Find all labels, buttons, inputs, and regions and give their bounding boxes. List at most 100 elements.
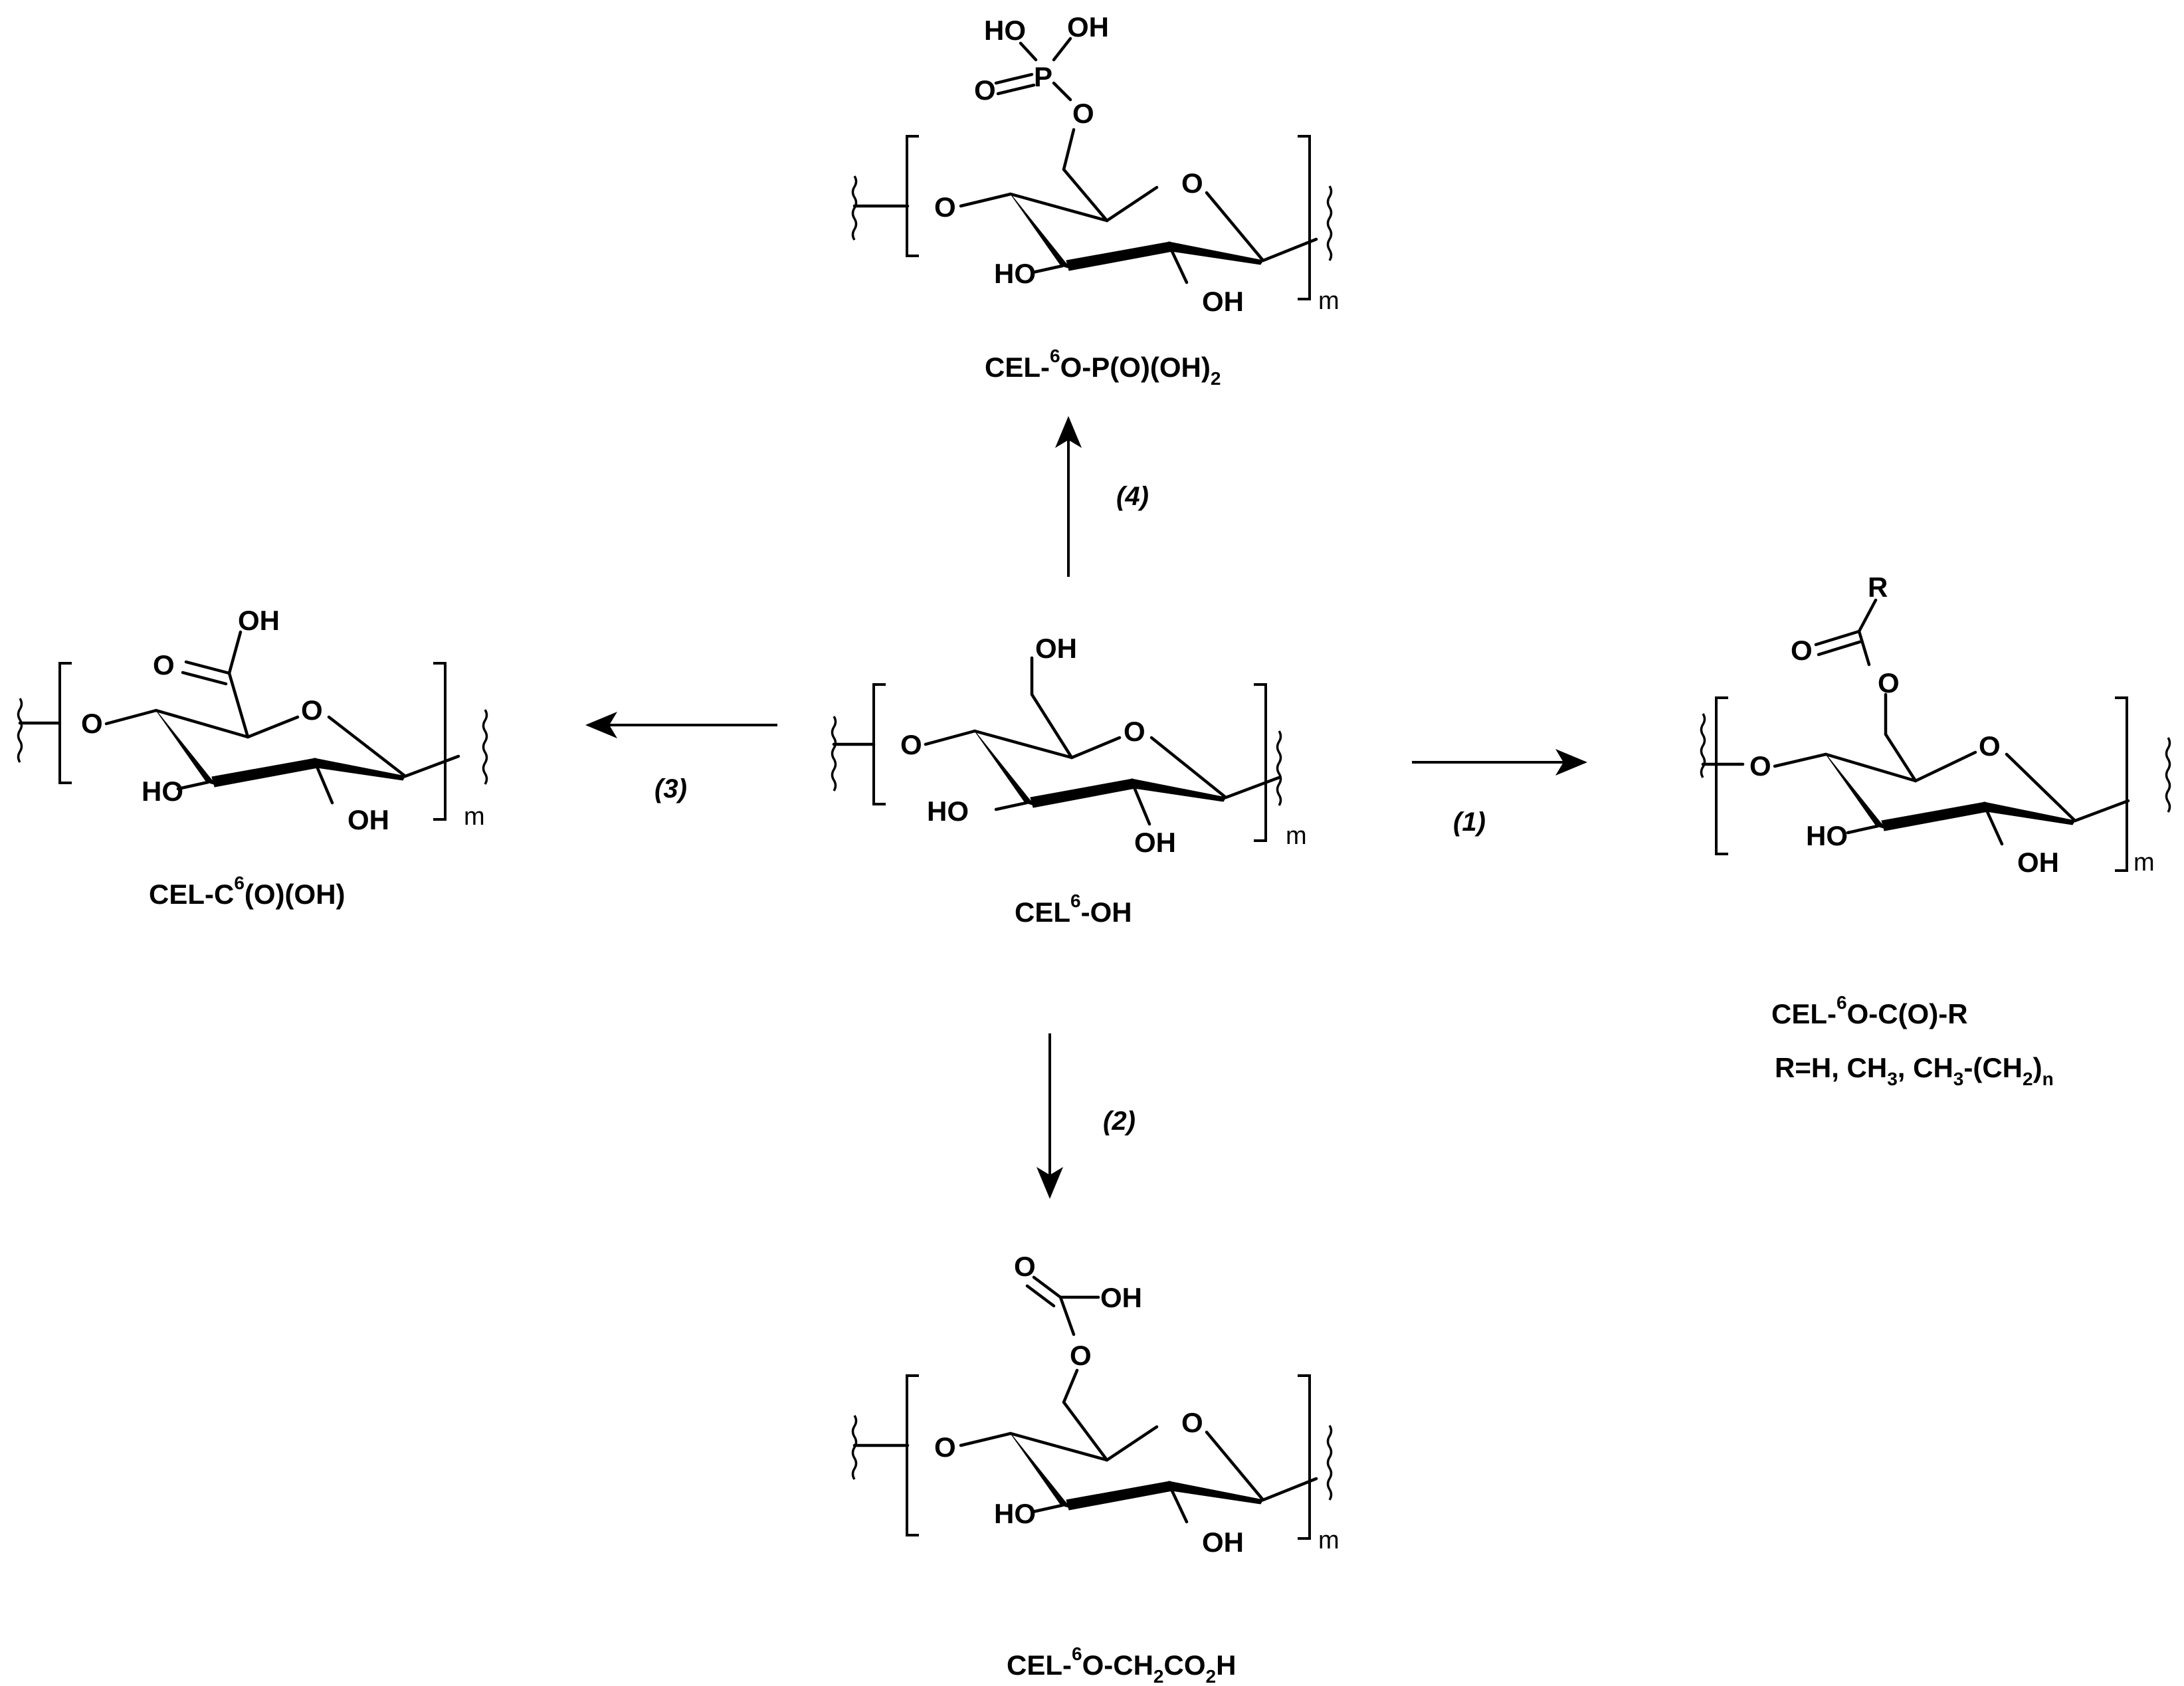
atom-ring-O: O <box>1181 167 1203 199</box>
bond <box>1261 237 1318 263</box>
caption-left: CEL-C6(O)(OH) <box>149 873 346 910</box>
repeat-unit-m: m <box>464 803 485 831</box>
glucose-repeat-unit: O O HO OH m <box>851 135 1340 317</box>
wedge-bond <box>1066 241 1173 271</box>
bond <box>104 708 158 726</box>
step-label-3: (3) <box>654 774 687 803</box>
bond <box>1062 128 1076 171</box>
wavy-bond-left <box>17 698 23 763</box>
bond <box>1168 245 1189 284</box>
atom-OH: OH <box>347 804 389 835</box>
atom-O4: O <box>1749 750 1771 782</box>
bond <box>246 715 300 739</box>
bracket-left <box>906 1374 919 1536</box>
atom-OH-phosphate: OH <box>1067 11 1109 43</box>
bond <box>994 801 1029 811</box>
atom-O-carbonyl: O <box>153 649 175 681</box>
atom-ring-O: O <box>1979 730 2001 762</box>
atom-OH-acid: OH <box>1100 1282 1142 1313</box>
right-structure: O O HO OH m O O R <box>1700 572 2171 878</box>
bond-double <box>184 660 231 675</box>
bracket-left <box>906 135 919 257</box>
bond <box>2005 752 2077 823</box>
repeat-unit-m: m <box>1286 822 1307 850</box>
bracket-left <box>872 683 886 805</box>
wedge-bond <box>974 730 1036 806</box>
atom-ring-O: O <box>1124 716 1145 747</box>
bond <box>1105 1425 1159 1462</box>
bond-c6 <box>227 671 250 739</box>
bond-double <box>1814 629 1861 647</box>
wavy-bond-left <box>831 716 837 791</box>
atom-HO: HO <box>142 776 183 807</box>
bond <box>1983 805 2004 846</box>
caption-center: CEL6-OH <box>1015 891 1132 928</box>
bond-double <box>1025 1284 1056 1308</box>
bond <box>1773 752 1828 768</box>
bond <box>1052 37 1072 62</box>
wavy-bond-right <box>1326 1425 1333 1501</box>
bond-double <box>181 671 228 686</box>
step-label-4: (4) <box>1116 482 1149 511</box>
atom-OH-c6: OH <box>1035 633 1077 664</box>
atom-O4: O <box>934 191 956 223</box>
bond <box>1009 1431 1109 1462</box>
wavy-bond-left <box>851 1415 858 1480</box>
wavy-bond-left <box>851 175 858 241</box>
bond <box>1031 264 1064 274</box>
bottom-structure: O O HO OH m O O OH <box>851 1251 1340 1558</box>
bond-double <box>1032 1275 1062 1299</box>
top-structure: O O HO OH m O P O HO OH <box>851 11 1340 317</box>
atom-O4: O <box>934 1431 956 1463</box>
bond <box>1062 1368 1079 1404</box>
atom-O-carbonyl: O <box>1014 1251 1036 1282</box>
bond <box>154 708 250 739</box>
bond-c6 <box>1062 1400 1109 1462</box>
glucose-repeat-unit: O O HO OH m <box>831 683 1307 858</box>
bond <box>1070 736 1122 760</box>
atom-HO: HO <box>1806 820 1848 851</box>
caption-top: CEL-6O-P(O)(OH)2 <box>985 346 1221 389</box>
bond <box>1131 782 1151 826</box>
bond <box>1824 752 1918 783</box>
wedge-bond <box>211 758 319 788</box>
bracket-left <box>1715 696 1728 855</box>
wedge-bond <box>1030 778 1136 808</box>
bond <box>1857 598 1878 633</box>
bond <box>1058 1295 1076 1336</box>
bond <box>1857 629 1871 667</box>
bond <box>1168 1485 1189 1524</box>
repeat-unit-m: m <box>1318 287 1340 315</box>
bond <box>924 729 977 746</box>
bracket-right <box>1254 683 1267 842</box>
bracket-right <box>2115 696 2128 872</box>
bond-c6 <box>1030 692 1074 760</box>
atom-OH-acid: OH <box>238 605 280 636</box>
atom-OH: OH <box>1202 1527 1244 1558</box>
bond <box>1224 776 1281 799</box>
bond <box>959 192 1013 208</box>
bond <box>1914 750 1977 783</box>
atom-HO: HO <box>927 795 969 827</box>
atom-HO: HO <box>994 1498 1036 1529</box>
glucose-repeat-unit: O O HO OH m <box>1700 696 2171 878</box>
r-group-definition: R=H, CH3, CH3-(CH2)n <box>1775 1052 2054 1089</box>
atom-O-carbonyl: O <box>1791 635 1813 666</box>
center-structure: O O HO OH m OH <box>831 633 1307 858</box>
atom-O-phosphoryl: O <box>974 74 996 106</box>
bond <box>973 729 1074 760</box>
wedge-bond <box>1010 1433 1072 1509</box>
wedge-bond <box>1066 1481 1173 1511</box>
bracket-right <box>1298 135 1311 300</box>
bracket-right <box>433 662 447 821</box>
bond <box>1846 824 1880 835</box>
bond <box>1031 1503 1064 1514</box>
bond <box>2073 799 2130 823</box>
wedge-bond <box>1131 778 1227 802</box>
bond <box>1205 1430 1265 1502</box>
atom-OH: OH <box>2017 847 2059 878</box>
wavy-bond-right <box>1326 185 1333 261</box>
left-structure: O O HO OH m O OH <box>17 605 488 835</box>
bond <box>1105 185 1159 223</box>
